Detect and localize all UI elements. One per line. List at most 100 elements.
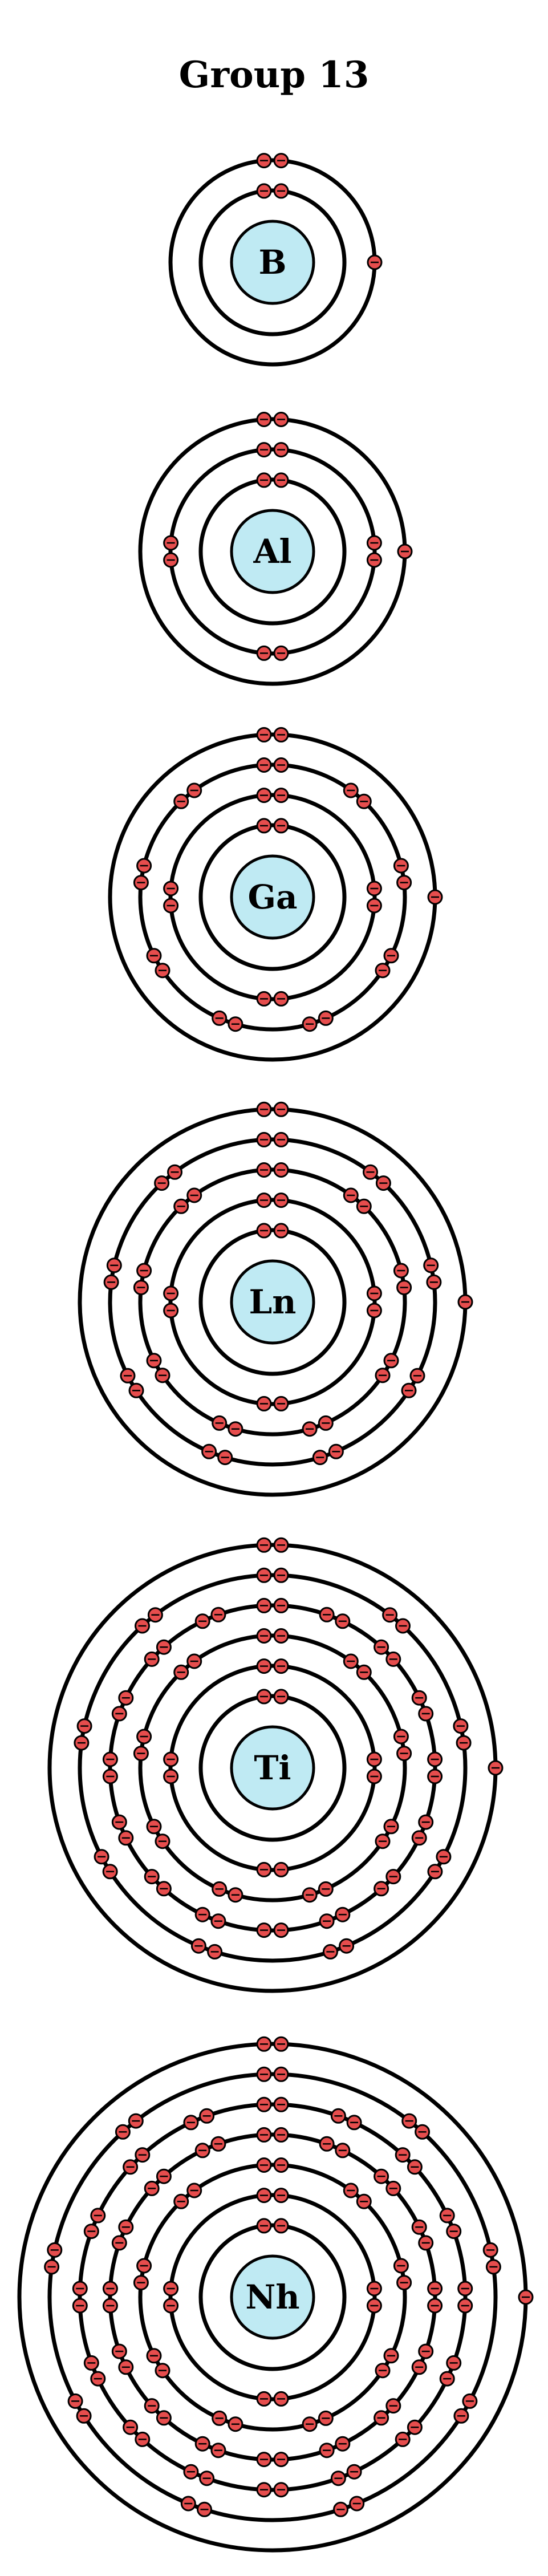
electron [302,1421,318,1437]
electron [256,1101,272,1117]
shell-electrons [256,1223,289,1239]
electron [356,1198,372,1214]
electron [385,2398,401,2414]
electron [183,2464,199,2480]
electron [415,2124,431,2140]
electron [366,2298,382,2314]
electron [366,1768,382,1784]
electron [343,782,359,798]
electron [273,1101,289,1117]
shell-electrons [163,442,382,661]
shell-electrons [103,1131,442,1466]
electron [273,1628,289,1644]
atom-al: Al [138,412,413,686]
electron [256,991,272,1007]
electron [256,1597,272,1613]
electron [155,963,171,979]
electron [273,818,289,834]
electron [366,1303,382,1319]
electron [163,2281,179,2297]
electron [366,1285,382,1301]
electron-shell [198,1228,347,1376]
electron [273,1537,289,1553]
electron [146,1819,162,1835]
electron [273,183,289,199]
electron [393,1729,409,1745]
shell-electrons [133,1162,412,1437]
shell-electrons [163,788,382,1007]
atom-b: B [168,153,383,367]
electron [146,948,162,964]
shell-electrons [133,757,412,1032]
electron [273,2157,289,2173]
electron [333,2501,348,2517]
electron [383,2348,399,2364]
electron [256,1658,272,1674]
shell-electrons [102,2127,443,2468]
electron [393,858,409,874]
electron [256,645,272,661]
electron [163,1751,179,1767]
electron [102,1751,118,1767]
electron [186,1653,202,1669]
electron [427,1864,443,1880]
electron [335,1906,351,1922]
electron [156,2168,172,2184]
atom-ga: Ga [108,727,443,1062]
electron [366,535,382,551]
electron [173,1198,189,1214]
shell-electrons [102,1597,443,1938]
electron [256,1567,272,1583]
nucleus [230,2254,315,2340]
electron [457,1294,473,1310]
electron [396,1280,412,1296]
electron [375,1368,391,1384]
electron [273,1192,289,1208]
electron-shell [108,2132,437,2462]
electron [273,1162,289,1178]
electron [401,2113,417,2129]
electron [418,1814,434,1830]
electron [76,2408,92,2424]
electron [147,1607,163,1623]
electron [256,818,272,834]
electron [199,2108,215,2124]
electron [74,1735,90,1751]
shell-electrons [256,412,413,559]
electron [383,1819,399,1835]
electron [197,2501,212,2517]
electron [427,2281,443,2297]
electron [194,2436,210,2452]
nucleus [230,509,315,594]
electron [256,788,272,804]
electron [375,963,391,979]
electron [44,2259,60,2275]
electron [343,1187,359,1203]
electron [374,2168,389,2184]
electron [385,2180,401,2196]
electron [319,1607,335,1622]
electron [256,183,272,199]
electron [136,858,152,874]
shell-electrons [256,183,289,199]
electron [115,2124,131,2140]
electron [335,2436,351,2452]
electron [322,1944,338,1960]
nucleus [230,1259,315,1345]
electron [163,898,179,914]
electron [518,2289,534,2305]
electron-shell [168,793,377,1001]
electron [173,1664,189,1680]
electron [457,2281,473,2297]
electron [423,1257,439,1273]
electron [256,1162,272,1178]
electron [111,2235,127,2251]
electron [256,1537,272,1553]
electron [163,1285,179,1301]
electron [102,1768,118,1784]
electron [335,2143,351,2159]
electron-shell [138,1167,407,1437]
electron-shell [78,2102,468,2492]
electron [418,1706,434,1722]
electron [212,1415,228,1431]
